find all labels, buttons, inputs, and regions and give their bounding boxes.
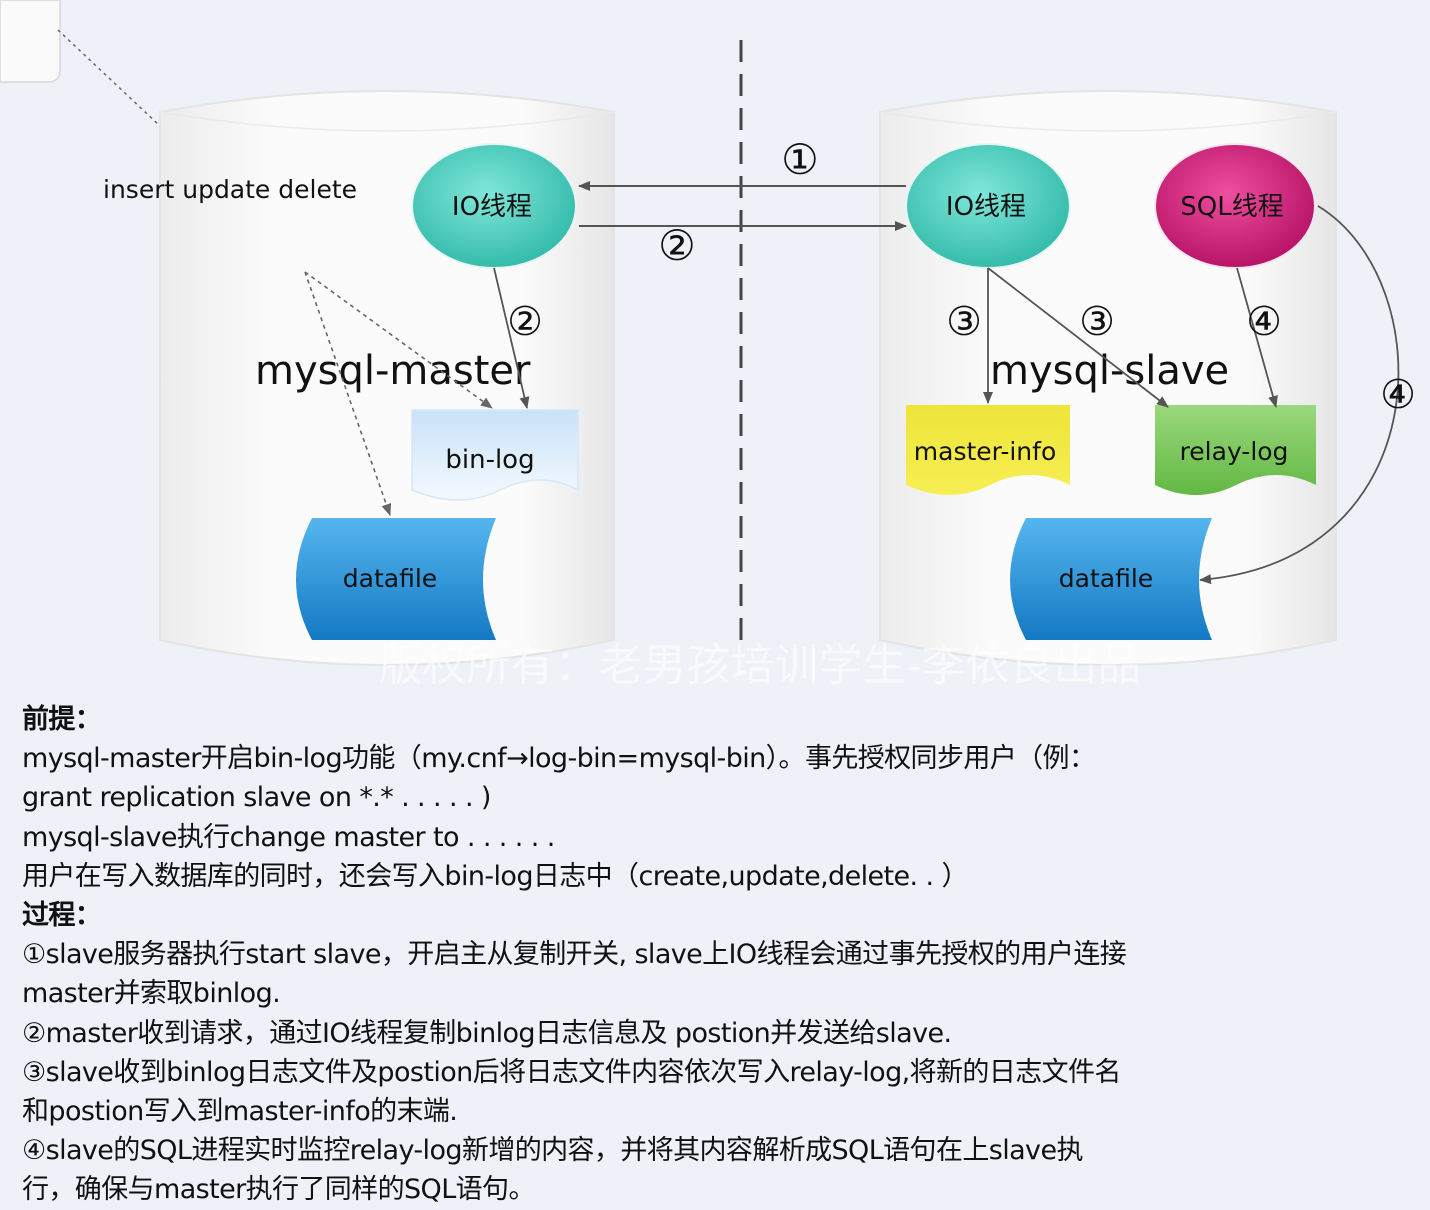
step-4-datafile-marker: ④ — [1380, 372, 1416, 418]
sql-thread-to-datafile-arrow — [1199, 205, 1400, 585]
process-step-1a: ①slave服务器执行start slave，开启主从复制开关, slave上I… — [22, 939, 1127, 971]
premise-line-4: 用户在写入数据库的同时，还会写入bin-log日志中（create,update… — [22, 860, 968, 892]
slave-io-to-relay-log-arrow — [987, 267, 1169, 408]
slave-io-thread-label: IO线程 — [946, 192, 1026, 222]
slave-sql-thread-label: SQL线程 — [1180, 192, 1283, 222]
corner-shape — [0, 0, 61, 83]
master-title: mysql-master — [255, 348, 531, 394]
process-step-1b: master并索取binlog. — [22, 978, 281, 1010]
master-binlog-label: bin-log — [445, 445, 534, 475]
step-1-marker: ① — [781, 135, 819, 184]
slave-sql-thread-node — [1154, 143, 1316, 269]
slave-datafile-label: datafile — [1059, 564, 1153, 593]
watermark: 版权所有：老男孩培训学生-李依良出品 — [379, 640, 1142, 691]
master-io-to-binlog-arrow — [493, 267, 530, 409]
slave-relay-log-node — [1155, 405, 1316, 495]
slave-master-info-label: master-info — [914, 437, 1056, 466]
premise-heading: 前提： — [22, 704, 102, 735]
step-3-master-info-marker: ③ — [946, 299, 982, 345]
step-2-binlog-marker: ② — [507, 299, 543, 345]
premise-line-2: grant replication slave on *.* . . . . .… — [22, 782, 491, 814]
step-4-relay-log-marker: ④ — [1246, 299, 1282, 345]
master-operations-label: insert update delete — [103, 175, 357, 204]
replication-diagram: 版权所有：老男孩培训学生-李依良出品 insert update delete … — [0, 0, 1416, 691]
step-3-relay-log-marker: ③ — [1079, 299, 1115, 345]
master-datafile-label: datafile — [343, 564, 437, 593]
process-step-4b: 行，确保与master执行了同样的SQL语句。 — [22, 1174, 535, 1206]
slave-relay-log-label: relay-log — [1180, 437, 1289, 466]
process-step-3a: ③slave收到binlog日志文件及postion后将日志文件内容依次写入re… — [22, 1056, 1121, 1088]
slave-master-info-node — [906, 405, 1070, 495]
sql-thread-to-relay-log-arrow — [1236, 267, 1278, 408]
explanation-text: 前提： mysql-master开启bin-log功能（my.cnf→log-b… — [22, 700, 1402, 1210]
premise-line-3: mysql-slave执行change master to . . . . . … — [22, 821, 555, 853]
process-step-2: ②master收到请求，通过IO线程复制binlog日志信息及 postion并… — [22, 1017, 952, 1049]
slave-title: mysql-slave — [990, 348, 1229, 394]
process-step-3b: 和postion写入到master-info的末端. — [22, 1096, 458, 1128]
step-2-network-marker: ② — [658, 221, 696, 270]
process-heading: 过程： — [22, 900, 102, 932]
process-step-4a: ④slave的SQL进程实时监控relay-log新增的内容，并将其内容解析成S… — [22, 1135, 1083, 1167]
premise-line-1: mysql-master开启bin-log功能（my.cnf→log-bin=m… — [22, 743, 1096, 775]
master-binlog-node — [411, 409, 579, 501]
corner-connector — [57, 29, 161, 127]
master-datafile-node — [296, 518, 496, 640]
slave-datafile-node — [1010, 518, 1212, 640]
master-io-thread-label: IO线程 — [452, 192, 532, 222]
write-path-arrows — [304, 271, 493, 516]
